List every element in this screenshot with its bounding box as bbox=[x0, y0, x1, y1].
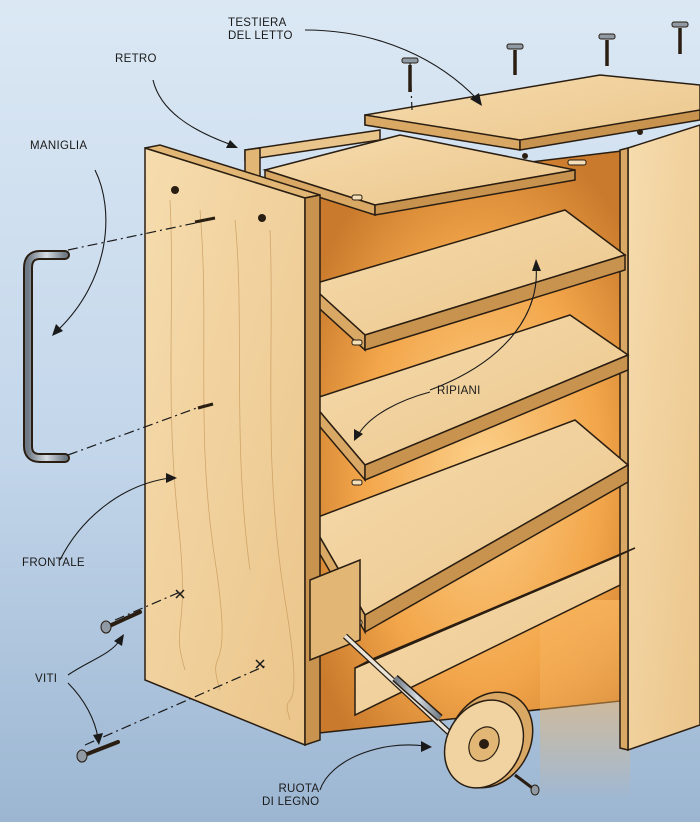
leader-arrows bbox=[57, 29, 537, 791]
wheel-screw bbox=[514, 773, 540, 796]
wooden-wheel bbox=[443, 691, 534, 789]
label-ruota: RUOTA DI LEGNO bbox=[262, 783, 319, 809]
headboard-screws bbox=[401, 21, 689, 92]
handle bbox=[23, 250, 70, 463]
label-ripiani: RIPIANI bbox=[437, 385, 481, 397]
label-ruota-line1: RUOTA bbox=[278, 783, 320, 795]
label-testiera-line1: TESTIERA bbox=[228, 17, 287, 29]
label-retro: RETRO bbox=[115, 53, 157, 65]
front-panel bbox=[144, 144, 321, 747]
shelf-middle bbox=[308, 314, 630, 483]
label-viti: VITI bbox=[35, 673, 58, 685]
label-testiera: TESTIERA DEL LETTO bbox=[228, 17, 293, 43]
handle-screws bbox=[194, 216, 216, 410]
side-screw-lower bbox=[76, 740, 120, 763]
shelf-upper bbox=[308, 209, 627, 352]
label-ruota-line2: DI LEGNO bbox=[262, 796, 320, 808]
right-side-panel bbox=[619, 124, 700, 752]
arrow-heads bbox=[52, 93, 541, 752]
side-screw-upper bbox=[100, 610, 142, 634]
headboard-board bbox=[364, 74, 700, 159]
label-frontale: FRONTALE bbox=[22, 557, 85, 569]
label-testiera-line2: DEL LETTO bbox=[228, 30, 293, 42]
top-board bbox=[262, 134, 576, 217]
screw-x-marks bbox=[175, 589, 265, 669]
label-maniglia: MANIGLIA bbox=[30, 140, 88, 152]
